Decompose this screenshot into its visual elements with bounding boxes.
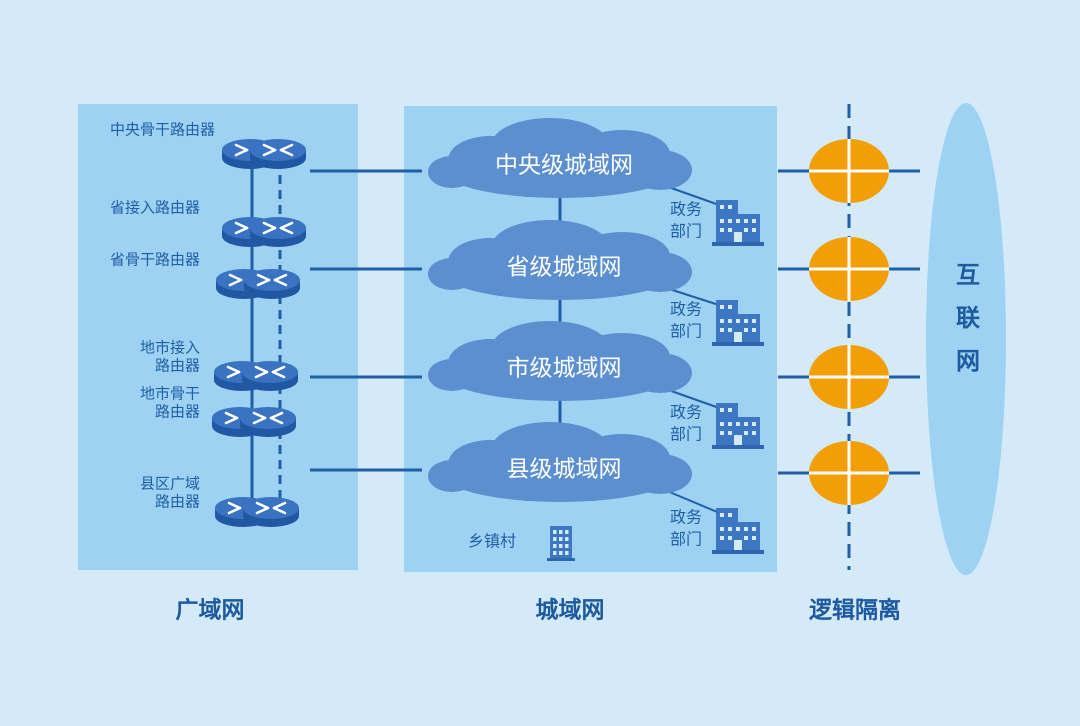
footer-wan-label: 广域网	[176, 597, 245, 624]
router-label: 省接入路由器	[110, 199, 200, 217]
router-pair	[213, 495, 301, 529]
building-window	[553, 530, 557, 534]
footer-isolation-label: 逻辑隔离	[809, 597, 901, 624]
dept-label: 政务	[670, 300, 702, 319]
internet-label: 互	[956, 261, 980, 289]
router-label: 路由器	[155, 403, 200, 421]
cloud-label: 省级城域网	[507, 255, 622, 281]
router-icon	[240, 359, 300, 393]
building-window	[565, 544, 569, 548]
router-pair	[214, 267, 302, 301]
dept-label: 政务	[670, 508, 702, 527]
router-icon	[248, 137, 308, 171]
dept-label: 政务	[670, 403, 702, 422]
building-window	[565, 537, 569, 541]
village-building	[547, 526, 575, 561]
internet-label: 网	[956, 347, 980, 375]
cloud-lobe	[628, 252, 692, 292]
internet-ellipse	[926, 103, 1006, 575]
building-window	[553, 537, 557, 541]
router-pair	[210, 405, 298, 439]
dept-label: 部门	[670, 425, 702, 444]
village-label: 乡镇村	[468, 532, 516, 551]
cloud-label: 县级城域网	[507, 457, 622, 483]
metro-cloud: 县级城域网	[428, 422, 692, 502]
router-icon	[248, 215, 308, 249]
dept-label: 政务	[670, 200, 702, 219]
metro-cloud: 市级城域网	[428, 321, 692, 401]
router-label: 路由器	[155, 357, 200, 375]
cloud-lobe	[428, 359, 476, 391]
building-base	[547, 558, 575, 561]
router-label: 地市骨干	[140, 385, 200, 403]
router-pair	[220, 137, 308, 171]
building-window	[553, 551, 557, 555]
router-label: 省骨干路由器	[110, 251, 200, 269]
building-window	[565, 551, 569, 555]
dept-label: 部门	[670, 322, 702, 341]
router-label: 地市接入	[140, 339, 200, 357]
isolation-device	[809, 345, 889, 409]
router-icon	[238, 405, 298, 439]
wan-panel	[78, 104, 358, 570]
router-pair	[220, 215, 308, 249]
building-window	[559, 551, 563, 555]
cloud-lobe	[428, 258, 476, 290]
building-window	[559, 544, 563, 548]
cloud-lobe	[428, 156, 476, 188]
cloud-lobe	[628, 150, 692, 190]
building-window	[565, 530, 569, 534]
dept-label: 部门	[670, 222, 702, 241]
isolation-device	[809, 139, 889, 203]
internet-label: 联	[956, 304, 980, 332]
router-icon	[242, 267, 302, 301]
cloud-label: 市级城域网	[507, 356, 622, 382]
isolation-device	[809, 441, 889, 505]
router-icon	[241, 495, 301, 529]
metro-cloud: 省级城域网	[428, 220, 692, 300]
cloud-lobe	[628, 454, 692, 494]
footer-man-label: 城域网	[536, 597, 605, 624]
metro-cloud: 中央级城域网	[428, 118, 692, 198]
cloud-lobe	[428, 460, 476, 492]
building-window	[553, 544, 557, 548]
building-window	[559, 537, 563, 541]
router-label: 县区广域	[140, 475, 200, 493]
cloud-label: 中央级城域网	[495, 153, 633, 179]
cloud-lobe	[628, 353, 692, 393]
isolation-device	[809, 237, 889, 301]
router-label: 路由器	[155, 493, 200, 511]
router-pair	[212, 359, 300, 393]
building-window	[559, 530, 563, 534]
router-label: 中央骨干路由器	[110, 121, 215, 139]
dept-label: 部门	[670, 530, 702, 549]
